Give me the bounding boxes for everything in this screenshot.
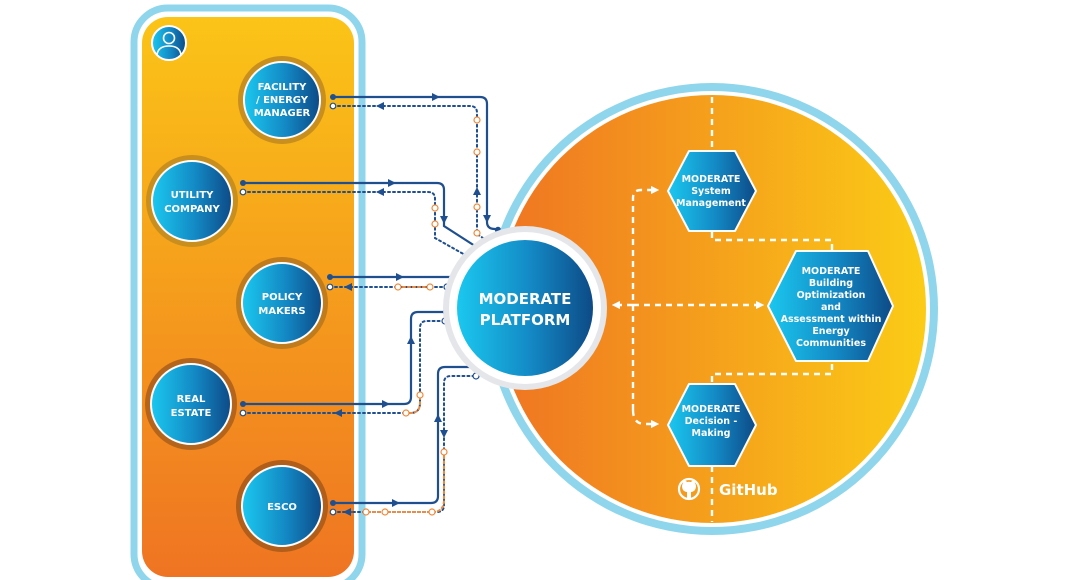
github-label: GitHub — [719, 481, 778, 499]
actor-facility-label-2: / ENERGY — [256, 95, 309, 106]
actor-realestate-label-1: REAL — [177, 394, 206, 405]
module-system-management-label-1: MODERATE — [682, 174, 741, 185]
actor-facility-label-1: FACILITY — [258, 82, 307, 93]
platform-label-2: PLATFORM — [480, 311, 571, 329]
actor-policy[interactable]: POLICY MAKERS — [236, 257, 328, 349]
connector-facility — [329, 93, 502, 245]
platform-label-1: MODERATE — [479, 290, 572, 308]
actor-esco[interactable]: ESCO — [236, 460, 328, 552]
module-decision-making-label-2: Decision - — [685, 416, 738, 427]
connector-utility — [239, 179, 480, 261]
module-building-optimization-label-4: and — [821, 302, 841, 313]
module-decision-making-label-1: MODERATE — [682, 404, 741, 415]
module-system-management-label-2: System — [691, 186, 731, 197]
modules-container — [486, 83, 938, 535]
module-building-optimization-label-6: Energy — [812, 326, 850, 337]
module-building-optimization-label-7: Communities — [796, 338, 866, 349]
modules-container-fill — [498, 95, 926, 523]
actor-facility-label-3: MANAGER — [254, 108, 311, 119]
module-system-management-label-3: Management — [676, 198, 746, 209]
actor-utility-label-2: COMPANY — [164, 204, 220, 215]
module-decision-making[interactable]: MODERATE Decision - Making — [667, 383, 757, 467]
github-icon — [677, 477, 701, 501]
module-building-optimization[interactable]: MODERATE Building Optimization and Asses… — [767, 250, 894, 362]
actor-facility[interactable]: FACILITY / ENERGY MANAGER — [238, 56, 326, 144]
actor-esco-label: ESCO — [267, 502, 297, 513]
actor-utility[interactable]: UTILITY COMPANY — [146, 155, 238, 247]
user-icon — [151, 25, 187, 61]
module-building-optimization-label-5: Assessment within — [781, 314, 882, 325]
actor-policy-label-2: MAKERS — [258, 306, 305, 317]
module-building-optimization-label-1: MODERATE — [802, 266, 861, 277]
actor-realestate[interactable]: REAL ESTATE — [145, 358, 237, 450]
github-repository[interactable]: GitHub — [677, 477, 778, 501]
actor-utility-label-1: UTILITY — [171, 190, 215, 201]
actor-realestate-label-2: ESTATE — [171, 408, 212, 419]
actor-policy-label-1: POLICY — [262, 292, 303, 303]
module-building-optimization-label-2: Building — [809, 278, 853, 289]
module-system-management[interactable]: MODERATE System Management — [667, 150, 757, 232]
module-building-optimization-label-3: Optimization — [797, 290, 866, 301]
moderate-platform[interactable]: MODERATE PLATFORM — [443, 226, 607, 390]
module-decision-making-label-3: Making — [691, 428, 730, 439]
connector-policy — [326, 273, 457, 291]
module-links — [611, 97, 834, 522]
